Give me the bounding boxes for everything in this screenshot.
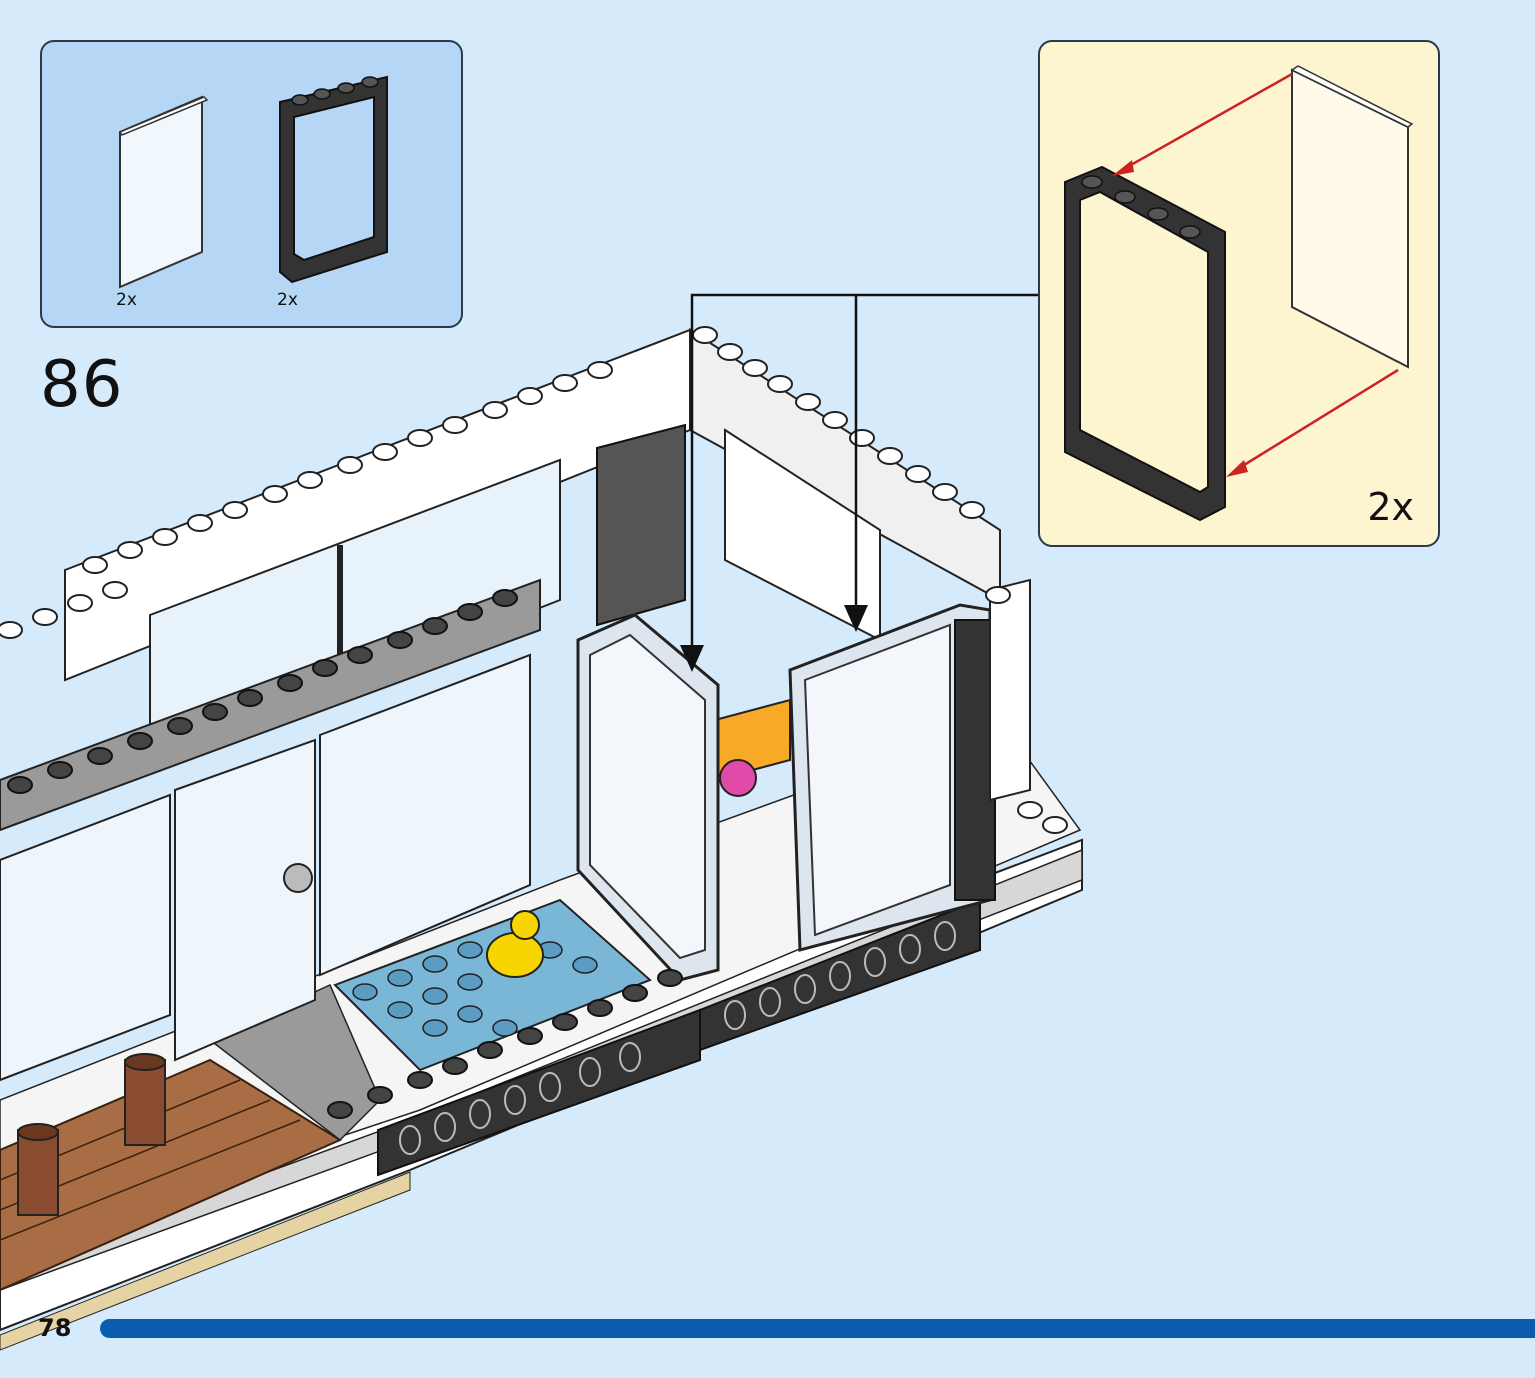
placement-arrows — [690, 293, 1038, 660]
callout-box: 2x — [1038, 40, 1440, 547]
front-window-left — [0, 793, 171, 1082]
back-window-area — [149, 458, 561, 762]
glass-pane-part — [119, 95, 203, 289]
blue-plate — [333, 898, 652, 1072]
rubber-duck — [486, 932, 544, 978]
technic-brick-right — [699, 898, 981, 1052]
parts-illustration — [118, 75, 388, 289]
front-window-mid — [174, 738, 316, 1062]
window-frame-quantity: 2x — [277, 290, 298, 310]
callout-quantity: 2x — [1367, 485, 1414, 529]
callout-illustration — [1064, 65, 1414, 522]
step-number: 86 — [40, 348, 124, 422]
technic-brick-front — [377, 1008, 701, 1177]
tan-strip — [0, 1171, 411, 1351]
front-window-right — [319, 653, 531, 977]
page-number: 78 — [38, 1314, 72, 1342]
flower — [719, 759, 757, 797]
fridge — [596, 423, 686, 627]
glass-pane-quantity: 2x — [116, 290, 137, 310]
parts-list-box: 2x 2x — [40, 40, 463, 328]
tree-stump-2 — [17, 1129, 59, 1216]
red-arrows — [1121, 72, 1399, 472]
progress-bar — [100, 1319, 1535, 1338]
tree-stump-1 — [124, 1059, 166, 1146]
end-wall — [989, 578, 1031, 802]
